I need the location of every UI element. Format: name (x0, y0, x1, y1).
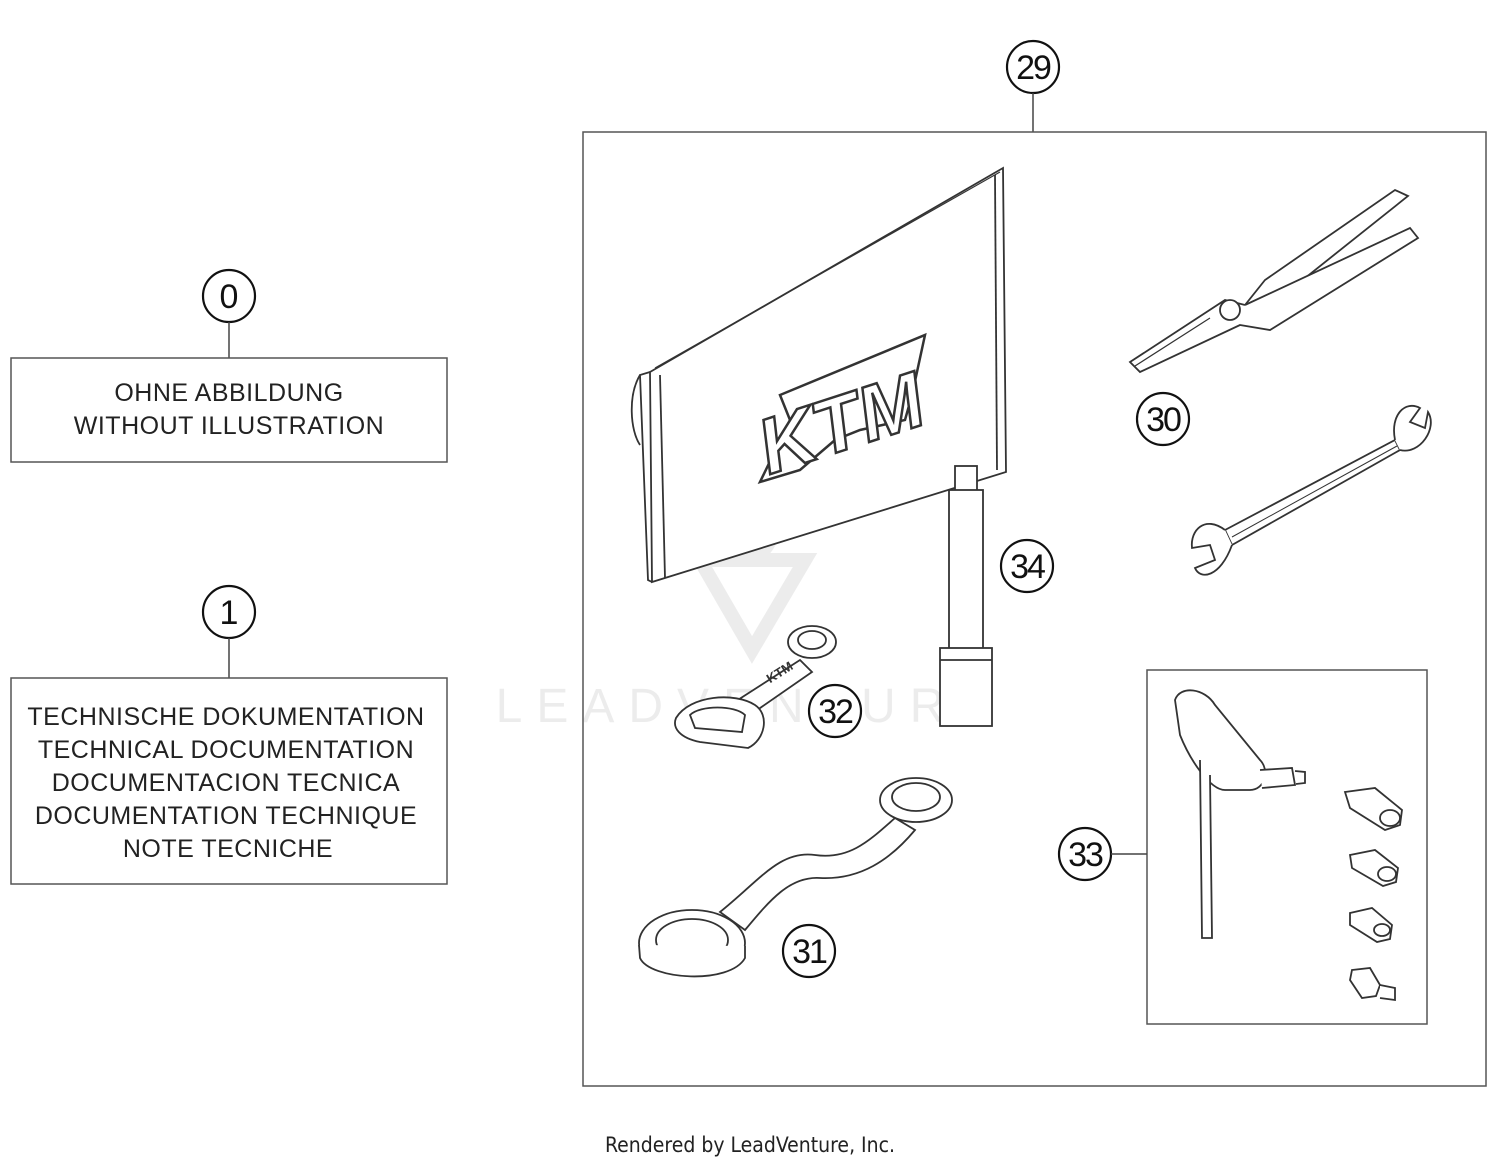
callout-30-label: 30 (1146, 401, 1181, 439)
callout-33-group: 33 (1057, 826, 1147, 882)
ring-wrench-32-illustration (674, 625, 837, 749)
callout-34-label: 34 (1010, 548, 1045, 586)
callout-29-label: 29 (1016, 49, 1051, 87)
tech-doc-line-1: TECHNISCHE DOKUMENTATION (27, 703, 424, 731)
callout-34-group: 34 (999, 538, 1055, 594)
tech-doc-line-3: DOCUMENTACION TECNICA (52, 769, 400, 797)
tech-doc-line-4: DOCUMENTATION TECHNIQUE (35, 802, 417, 830)
callout-1-group: 1 (201, 584, 257, 678)
callout-0-group: 0 (201, 268, 257, 358)
bit-sockets-illustration (1343, 787, 1403, 1002)
technical-documentation-box: TECHNISCHE DOKUMENTATION TECHNICAL DOCUM… (10, 677, 448, 885)
callout-32-label: 32 (818, 693, 853, 731)
tech-doc-line-5: NOTE TECNICHE (123, 835, 333, 863)
hex-key-set-box (1146, 669, 1428, 1025)
callout-0-label: 0 (220, 278, 239, 316)
callout-29-group: 29 (1005, 39, 1061, 132)
callout-1-label: 1 (220, 594, 239, 632)
callout-31-group: 31 (781, 923, 837, 979)
tech-doc-line-2: TECHNICAL DOCUMENTATION (38, 736, 414, 764)
callout-32-group: 32 (807, 683, 863, 739)
rendered-by-credit: Rendered by LeadVenture, Inc. (605, 1133, 895, 1157)
without-illustration-line-2: WITHOUT ILLUSTRATION (74, 412, 384, 440)
without-illustration-box: OHNE ABBILDUNG WITHOUT ILLUSTRATION (10, 357, 448, 463)
callout-31-label: 31 (792, 933, 827, 971)
pliers-illustration (1128, 188, 1420, 374)
hex-key-handle-illustration (1174, 689, 1306, 939)
without-illustration-line-1: OHNE ABBILDUNG (114, 379, 343, 407)
socket-extension-illustration (939, 465, 993, 727)
ring-wrench-31-illustration (638, 777, 953, 978)
callout-30-group: 30 (1135, 391, 1191, 447)
open-end-wrench-illustration (1191, 405, 1432, 576)
callout-33-label: 33 (1068, 836, 1103, 874)
tool-kit-frame (582, 131, 1487, 1087)
